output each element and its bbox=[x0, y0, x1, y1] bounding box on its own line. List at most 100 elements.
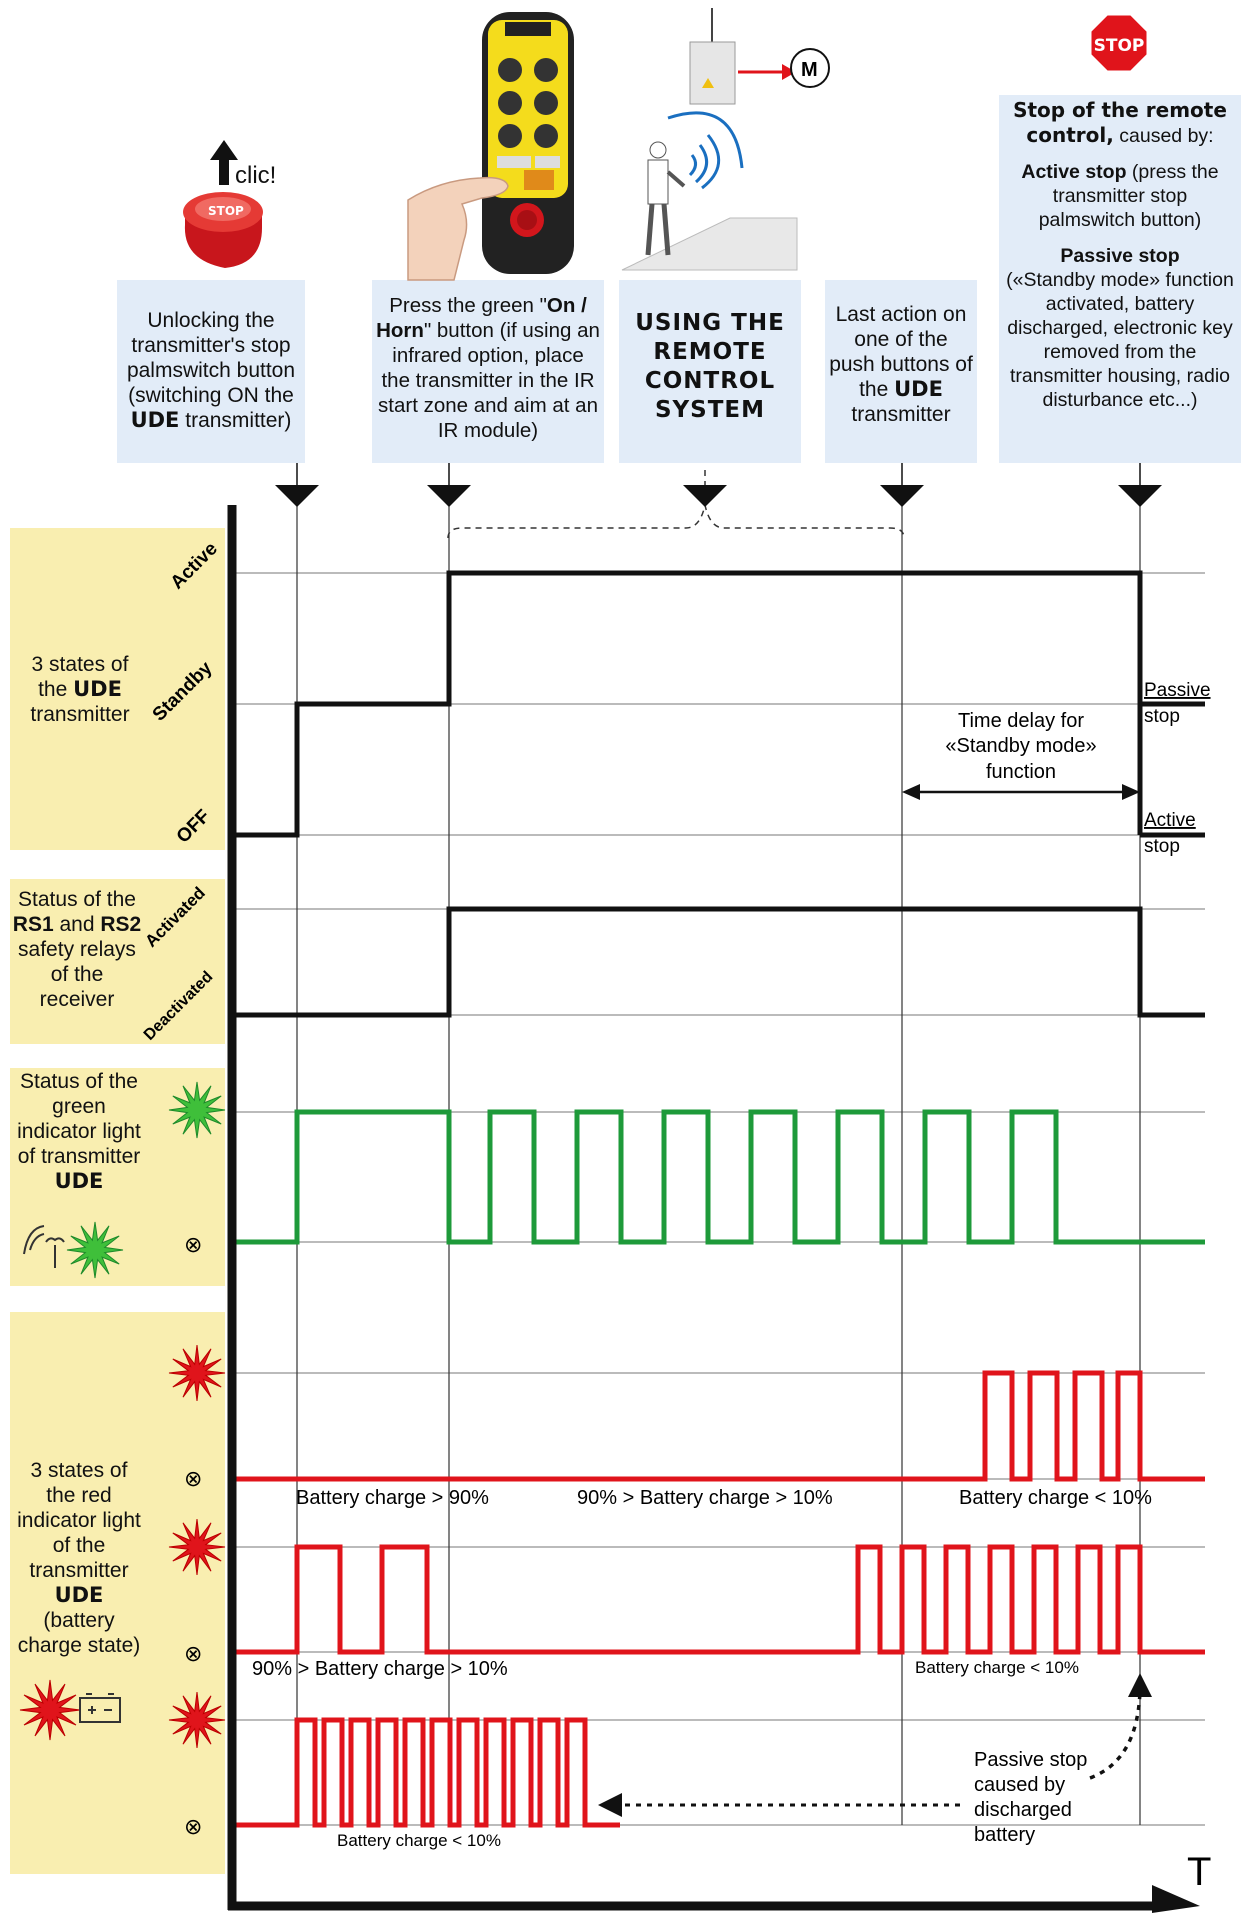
time-delay-line-2: «Standby mode» bbox=[945, 735, 1096, 757]
box-using bbox=[619, 280, 801, 463]
stop-sign-icon: STOP bbox=[1088, 12, 1150, 74]
time-delay-arrow bbox=[902, 784, 1140, 800]
passive-stop-curve-head bbox=[1128, 1673, 1152, 1697]
box-stop bbox=[999, 95, 1241, 463]
red-light-icon bbox=[168, 1518, 226, 1576]
passive-note-line-4: battery bbox=[974, 1824, 1035, 1846]
red-text: 3 states of the red indicator light of t… bbox=[14, 1458, 144, 1658]
press-text-bold: On / Horn bbox=[376, 294, 587, 342]
red-indicator-signal-low-charge bbox=[236, 1717, 620, 1828]
press-text-pre: Press the green " bbox=[389, 294, 547, 317]
stop-title-post: caused by: bbox=[1113, 125, 1214, 147]
green-text-pre: Status of the green indicator light of t… bbox=[17, 1070, 141, 1168]
passive-note-line-2: caused by bbox=[974, 1774, 1065, 1796]
receiver-icon: M bbox=[689, 8, 830, 105]
red-text-pre: 3 states of the red indicator light of t… bbox=[17, 1459, 141, 1582]
stop-passive: Passive stop bbox=[1003, 244, 1237, 268]
battery-label-mid-2: 90% > Battery charge > 10% bbox=[252, 1658, 508, 1680]
relays-signal bbox=[236, 906, 1205, 1018]
palmswitch-stop-text: STOP bbox=[208, 204, 244, 218]
using-title: USING THE REMOTE CONTROL SYSTEM bbox=[625, 309, 795, 425]
box-press bbox=[372, 280, 604, 463]
states-text-pre: 3 states of the bbox=[31, 653, 129, 701]
red-light-icon bbox=[168, 1691, 226, 1749]
battery-label-mid: 90% > Battery charge > 10% bbox=[577, 1487, 833, 1509]
last-text-ude: UDE bbox=[894, 377, 943, 401]
off-symbol-icon: ⊗ bbox=[184, 1641, 202, 1666]
stop-title: Stop of the remote control, caused by: bbox=[1003, 98, 1237, 148]
relays-text-mid: and bbox=[53, 913, 101, 936]
battery-label-low-2: Battery charge < 10% bbox=[915, 1658, 1079, 1677]
transmitter-icon bbox=[407, 12, 574, 281]
unlock-text-pre: Unlocking the transmitter's stop palmswi… bbox=[126, 309, 296, 407]
stop-active: Active stop (press the transmitter stop … bbox=[1003, 160, 1237, 232]
green-light-icon bbox=[66, 1221, 124, 1279]
stop-text: Stop of the remote control, caused by: A… bbox=[1003, 98, 1237, 412]
stop-title-bold: Stop of the remote control, bbox=[1013, 98, 1227, 147]
active-stop-label-2: stop bbox=[1144, 836, 1180, 857]
red-indicator-signal-high-charge bbox=[236, 1370, 1205, 1482]
red-text-post: (battery charge state) bbox=[17, 1609, 141, 1657]
green-text: Status of the green indicator light of t… bbox=[14, 1069, 144, 1194]
usage-brace bbox=[447, 504, 905, 539]
red-light-icon bbox=[168, 1344, 226, 1402]
panel-states bbox=[10, 528, 225, 850]
passive-stop-curve bbox=[1089, 1689, 1142, 1780]
press-text: Press the green "On / Horn" button (if u… bbox=[376, 293, 600, 443]
operator-icon bbox=[621, 111, 798, 271]
time-axis-arrowhead bbox=[1152, 1885, 1200, 1913]
states-text-ude: UDE bbox=[73, 677, 122, 701]
relays-text: Status of the RS1 and RS2 safety relays … bbox=[12, 887, 142, 1012]
active-stop-label-1: Active bbox=[1144, 810, 1196, 831]
passive-stop-arrow-head bbox=[598, 1793, 622, 1817]
box-last bbox=[825, 280, 977, 463]
red-text-ude: UDE bbox=[54, 1583, 104, 1607]
states-text-post: transmitter bbox=[30, 703, 130, 726]
motor-label: M bbox=[801, 59, 818, 81]
last-text-post: transmitter bbox=[851, 403, 951, 426]
last-text: Last action on one of the push buttons o… bbox=[829, 302, 973, 427]
states-signal bbox=[236, 570, 1143, 838]
click-label: clic! bbox=[235, 162, 276, 189]
battery-label-low-3: Battery charge < 10% bbox=[337, 1831, 501, 1850]
passive-note-line-1: Passive stop bbox=[974, 1749, 1087, 1771]
battery-label-low: Battery charge < 10% bbox=[959, 1487, 1152, 1509]
time-delay-line-3: function bbox=[986, 761, 1056, 783]
states-text: 3 states of the UDE transmitter bbox=[16, 652, 144, 727]
stop-sign-text: STOP bbox=[1094, 36, 1145, 56]
relays-text-rs2: RS2 bbox=[100, 913, 142, 936]
battery-label-high: Battery charge > 90% bbox=[296, 1487, 489, 1509]
stop-active-bold: Active stop bbox=[1021, 161, 1127, 183]
palmswitch-icon: STOP clic! bbox=[183, 140, 276, 268]
using-title-text: USING THE REMOTE CONTROL SYSTEM bbox=[635, 310, 785, 423]
panel-relays bbox=[10, 879, 225, 1044]
red-light-icon bbox=[19, 1679, 81, 1741]
off-symbol-icon: ⊗ bbox=[184, 1466, 202, 1491]
unlock-text-post: transmitter) bbox=[179, 409, 292, 432]
green-indicator-signal bbox=[236, 1109, 1205, 1245]
passive-stop-label-2: stop bbox=[1144, 706, 1180, 727]
relays-text-pre: Status of the bbox=[18, 888, 136, 911]
passive-note-line-3: discharged bbox=[974, 1799, 1072, 1821]
unlock-text-ude: UDE bbox=[130, 408, 180, 432]
last-text-pre: Last action on one of the push buttons o… bbox=[829, 303, 973, 401]
panel-red bbox=[10, 1312, 225, 1874]
green-light-icon bbox=[168, 1081, 226, 1139]
relays-text-post: safety relays of the receiver bbox=[18, 938, 136, 1011]
event-markers bbox=[275, 463, 1162, 507]
off-symbol-icon: ⊗ bbox=[184, 1814, 202, 1839]
passive-stop-label-1: Passive bbox=[1144, 680, 1211, 701]
stop-passive-bold: Passive stop bbox=[1060, 245, 1180, 267]
unlock-text: Unlocking the transmitter's stop palmswi… bbox=[117, 308, 305, 433]
press-text-post: " button (if using an infrared option, p… bbox=[378, 319, 600, 442]
red-indicator-signal-mid-charge bbox=[236, 1544, 1205, 1655]
stop-active-post: (press the transmitter stop palmswitch b… bbox=[1038, 161, 1219, 231]
time-delay-line-1: Time delay for bbox=[958, 710, 1084, 732]
time-axis-label: T bbox=[1187, 1850, 1211, 1894]
relays-text-rs1: RS1 bbox=[12, 913, 54, 936]
antenna-icon bbox=[23, 1225, 65, 1268]
green-text-ude: UDE bbox=[54, 1169, 104, 1193]
off-symbol-icon: ⊗ bbox=[184, 1232, 202, 1257]
stop-passive-post: («Standby mode» function activated, batt… bbox=[1006, 269, 1234, 411]
box-unlock bbox=[117, 280, 305, 463]
